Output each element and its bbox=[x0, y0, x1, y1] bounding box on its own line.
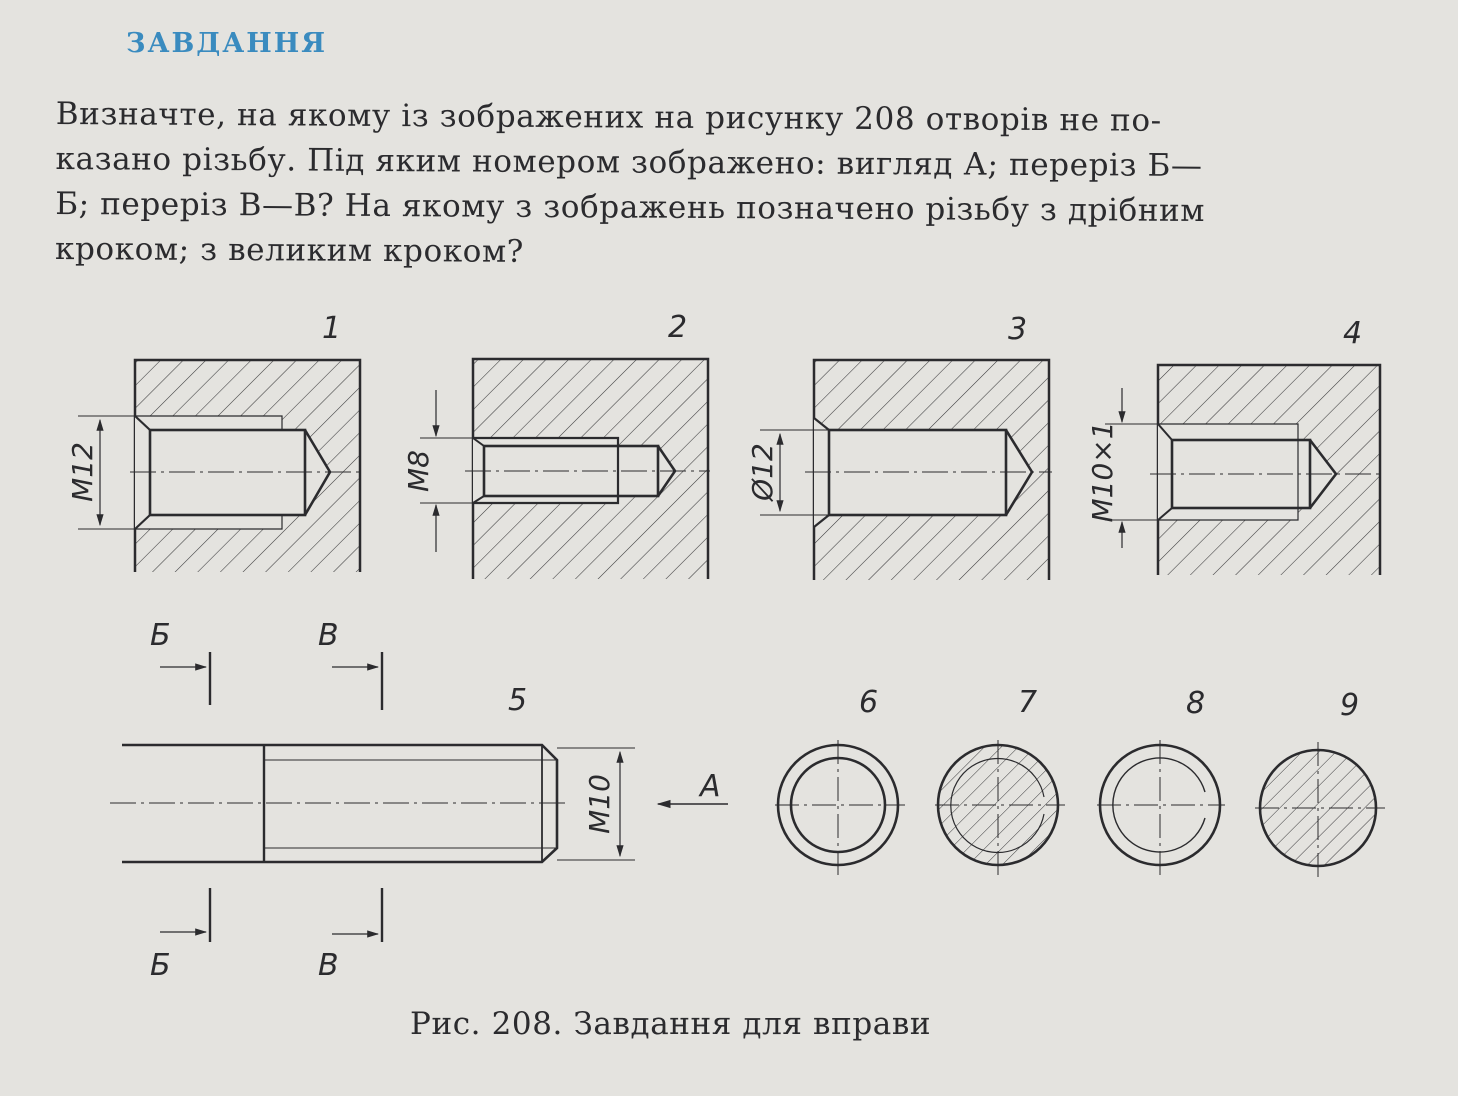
view-arrow-label: A bbox=[698, 769, 721, 804]
section-8 bbox=[1097, 740, 1225, 875]
view-2-threaded-hole bbox=[420, 357, 710, 579]
dimension-label: Ø12 bbox=[746, 443, 779, 502]
dimension-label: M8 bbox=[402, 450, 435, 492]
section-7 bbox=[935, 740, 1065, 875]
section-label: Б bbox=[150, 618, 171, 653]
section-6 bbox=[775, 740, 905, 875]
view-number: 7 bbox=[1018, 685, 1037, 720]
view-number: 5 bbox=[508, 683, 527, 718]
figure-caption: Рис. 208. Завдання для вправи bbox=[410, 1006, 932, 1042]
view-number: 2 bbox=[668, 310, 687, 345]
view-4-threaded-hole bbox=[1105, 363, 1382, 575]
dimension-label: M10×1 bbox=[1086, 421, 1119, 522]
view-number: 4 bbox=[1343, 316, 1362, 351]
section-label: В bbox=[318, 948, 339, 983]
view-number: 6 bbox=[859, 685, 878, 720]
dimension-label: M10 bbox=[583, 774, 616, 834]
view-number: 8 bbox=[1186, 686, 1205, 721]
view-number: 3 bbox=[1008, 312, 1027, 347]
view-number: 9 bbox=[1340, 688, 1359, 723]
view-1-threaded-hole bbox=[78, 358, 362, 572]
section-label: Б bbox=[150, 948, 171, 983]
dimension-label: M12 bbox=[66, 442, 99, 502]
section-heading: ЗАВДАННЯ bbox=[126, 28, 328, 59]
section-9 bbox=[1255, 742, 1385, 878]
view-5-threaded-rod bbox=[110, 652, 728, 942]
view-3-plain-hole bbox=[760, 358, 1052, 580]
view-number: 1 bbox=[322, 311, 341, 346]
section-label: В bbox=[318, 618, 339, 653]
